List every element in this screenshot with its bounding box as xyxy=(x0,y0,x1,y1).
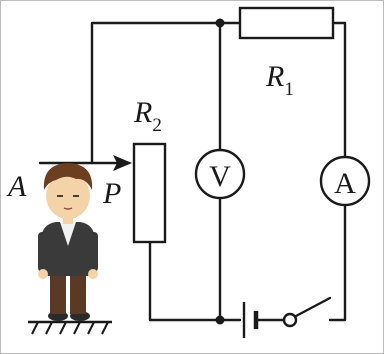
battery xyxy=(242,302,259,338)
rheostat-r2 xyxy=(132,142,167,244)
label-r1: R1 xyxy=(265,60,294,100)
ammeter-symbol: A xyxy=(334,167,356,200)
junction-bottom xyxy=(215,315,225,325)
person-figure xyxy=(28,163,112,335)
slider-arrowhead xyxy=(113,155,132,171)
ammeter xyxy=(319,155,371,207)
label-r2: R2 xyxy=(133,96,162,136)
wire-right-down xyxy=(328,203,347,322)
voltmeter xyxy=(194,148,246,200)
junction-top xyxy=(215,18,225,28)
label-point-p: P xyxy=(102,177,121,210)
wire-bottom-left xyxy=(148,240,242,322)
resistor-r1 xyxy=(238,6,335,40)
wires xyxy=(38,21,347,322)
wire-top-left xyxy=(90,21,242,165)
label-point-a: A xyxy=(6,170,27,203)
switch xyxy=(282,296,332,328)
voltmeter-symbol: V xyxy=(209,160,231,193)
wire-top-right xyxy=(331,21,347,159)
